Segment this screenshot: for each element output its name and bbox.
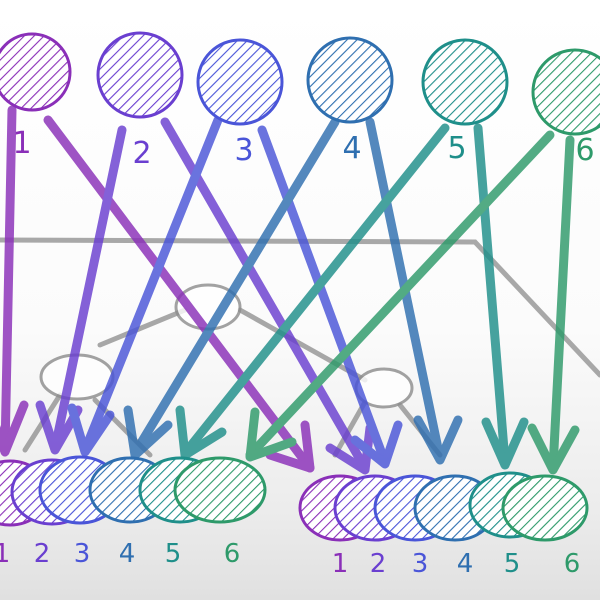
tree-edge — [97, 307, 188, 348]
top-node-2 — [96, 31, 184, 119]
top-label-3: 3 — [234, 133, 253, 168]
arrow-6-to-right-6 — [527, 135, 580, 475]
arrow-2-to-left-2 — [35, 125, 127, 455]
left-label-5: 5 — [165, 539, 182, 569]
top-nodes — [0, 31, 600, 136]
top-label-2: 2 — [132, 136, 151, 171]
left-label-1: 1 — [0, 539, 10, 569]
mapping-arrows — [0, 105, 580, 475]
right-label-4: 4 — [457, 549, 474, 579]
right-group-labels: 1 2 3 4 5 6 — [332, 549, 581, 579]
top-label-1: 1 — [12, 126, 31, 161]
top-node-3 — [196, 38, 284, 126]
left-group — [0, 455, 267, 527]
left-label-3: 3 — [74, 539, 91, 569]
left-label-4: 4 — [119, 539, 136, 569]
arrow-1-to-left-1 — [0, 105, 29, 457]
arrow-1-to-right-1 — [43, 115, 315, 473]
right-label-2: 2 — [370, 549, 387, 579]
top-node-6 — [531, 48, 600, 136]
right-group — [298, 471, 589, 542]
arrow-5-to-left-5 — [175, 123, 450, 460]
arrow-5-to-right-5 — [473, 123, 529, 470]
top-label-4: 4 — [342, 131, 361, 166]
right-oval-6 — [501, 474, 589, 542]
top-node-1 — [0, 32, 72, 112]
top-label-6: 6 — [575, 133, 594, 168]
arrow-3-to-left-3 — [67, 115, 223, 457]
tree-edge — [332, 399, 368, 458]
top-labels: 1 2 3 4 5 6 — [12, 126, 594, 171]
right-label-6: 6 — [564, 549, 581, 579]
left-oval-6 — [173, 456, 267, 524]
arrow-4-to-left-4 — [123, 117, 340, 460]
left-group-labels: 1 2 3 4 5 6 — [0, 539, 240, 569]
arrow-3-to-right-3 — [257, 125, 403, 469]
left-label-2: 2 — [34, 539, 51, 569]
top-node-5 — [421, 38, 509, 126]
top-label-5: 5 — [447, 131, 466, 166]
right-label-3: 3 — [412, 549, 429, 579]
left-label-6: 6 — [224, 539, 241, 569]
arrow-6-to-left-6 — [245, 130, 555, 462]
tree-edge — [237, 307, 368, 383]
top-node-4 — [306, 36, 394, 124]
right-label-5: 5 — [504, 549, 521, 579]
right-label-1: 1 — [332, 549, 349, 579]
